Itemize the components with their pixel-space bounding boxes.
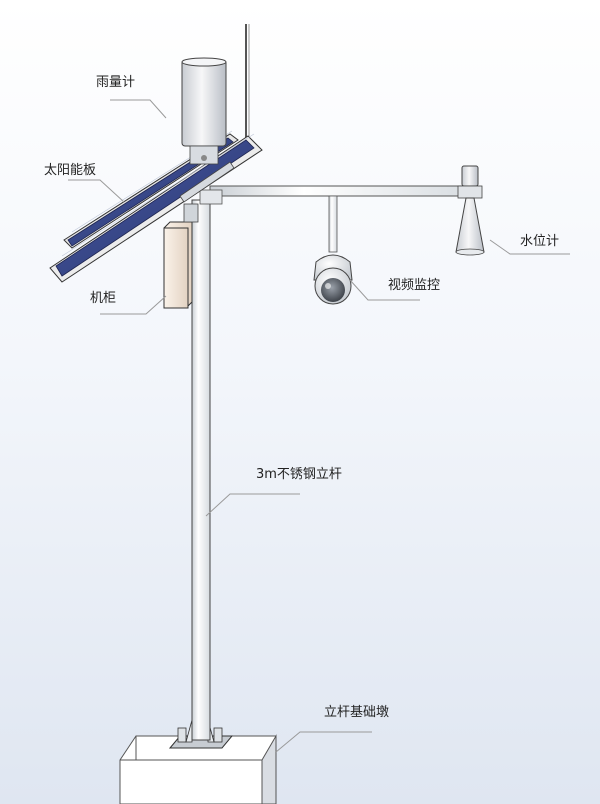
leader-cabinet bbox=[100, 295, 167, 315]
rain-gauge bbox=[181, 57, 227, 165]
label-rain-gauge: 雨量计 bbox=[96, 75, 136, 90]
leader-lines bbox=[68, 99, 570, 753]
label-video-monitor: 视频监控 bbox=[388, 278, 441, 293]
equipment-cabinet bbox=[163, 203, 199, 309]
cross-arm bbox=[199, 185, 479, 205]
label-water-level: 水位计 bbox=[520, 234, 560, 249]
solar-panel bbox=[49, 130, 263, 283]
label-foundation: 立杆基础墩 bbox=[324, 705, 390, 720]
label-pole: 3m不锈钢立杆 bbox=[256, 467, 342, 482]
label-solar-panel: 太阳能板 bbox=[44, 163, 97, 178]
cctv-camera bbox=[313, 195, 353, 305]
base-plate bbox=[168, 719, 234, 749]
antenna bbox=[245, 24, 250, 150]
leader-solar-panel bbox=[68, 179, 125, 203]
label-cabinet: 机柜 bbox=[90, 291, 117, 306]
leader-rain-gauge bbox=[110, 99, 167, 119]
leader-camera bbox=[349, 279, 420, 301]
water-level-sensor bbox=[455, 165, 485, 256]
foundation-block bbox=[119, 734, 277, 804]
leader-water-level bbox=[489, 239, 570, 255]
leader-foundation bbox=[275, 731, 372, 753]
leader-pole bbox=[205, 493, 300, 517]
stainless-pole bbox=[191, 199, 211, 741]
